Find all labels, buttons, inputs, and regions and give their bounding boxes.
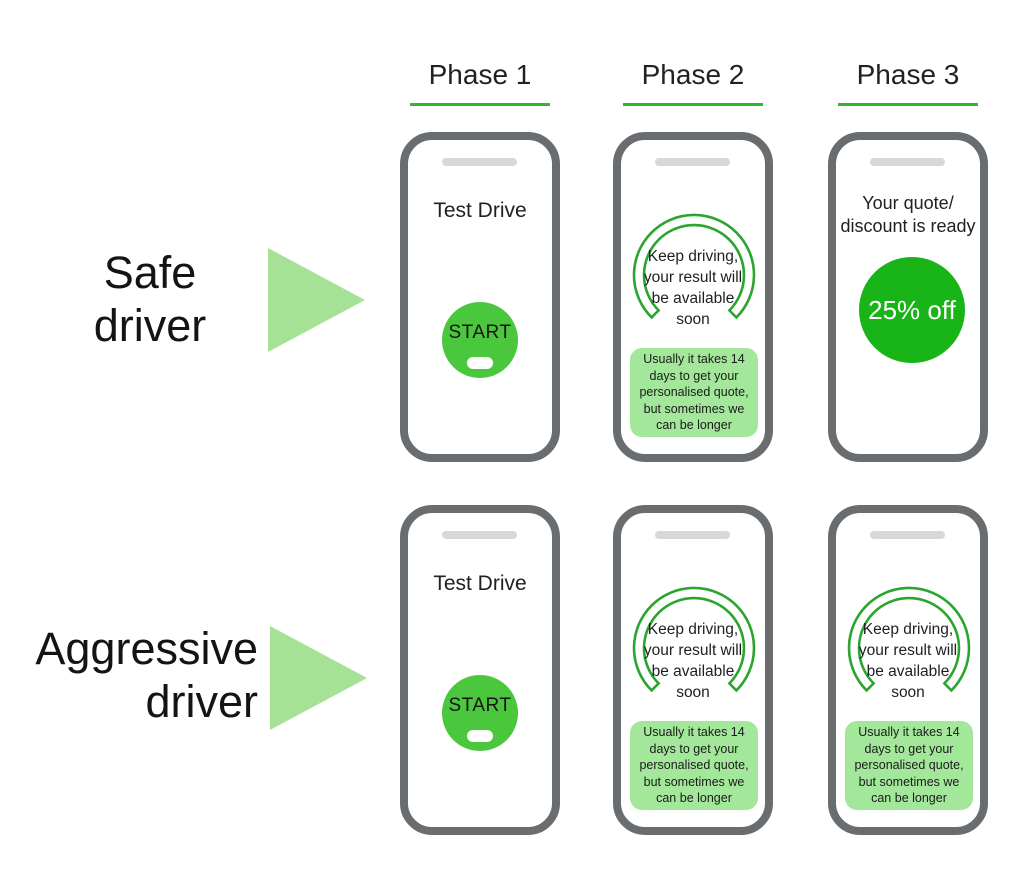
notification-text: Usually it takes 14 days to get your per… [639, 725, 749, 806]
phone-aggressive-phase2: Keep driving, your result will be availa… [613, 505, 773, 835]
phone-aggressive-phase1: Test Drive START [400, 505, 560, 835]
phase-3-header: Phase 3 [856, 59, 960, 90]
safe-driver-label-line2: driver [93, 300, 207, 351]
screen-title: Test Drive [433, 199, 527, 222]
progress-gauge-arc-icon [847, 586, 971, 693]
aggressive-driver-label: Aggressive driver [10, 622, 258, 728]
phone-notch [442, 158, 517, 166]
phase-1-header: Phase 1 [428, 59, 532, 90]
quote-ready-title: Your quote/ discount is ready [840, 193, 976, 236]
notification-text: Usually it takes 14 days to get your per… [854, 725, 964, 806]
discount-label: 25% off [868, 294, 956, 325]
screen-title: Test Drive [433, 572, 527, 595]
aggressive-driver-label-line2: driver [145, 676, 258, 727]
start-button[interactable]: START [442, 675, 518, 751]
gauge-message: Keep driving, your result will be availa… [643, 621, 743, 701]
safe-driver-arrow-icon [268, 248, 365, 352]
phone-safe-phase2: Keep driving, your result will be availa… [613, 132, 773, 462]
phase-1-underline [410, 103, 550, 106]
notification-card: Usually it takes 14 days to get your per… [630, 348, 758, 437]
aggressive-driver-label-line1: Aggressive [35, 623, 258, 674]
start-button-label: START [448, 322, 512, 343]
phone-notch [655, 531, 730, 539]
aggressive-driver-arrow-icon [270, 626, 367, 730]
notification-card: Usually it takes 14 days to get your per… [845, 721, 973, 810]
safe-driver-label-line1: Safe [103, 247, 197, 298]
phone-safe-phase3: Your quote/ discount is ready 25% off [828, 132, 988, 462]
progress-gauge-arc-icon [632, 586, 756, 693]
gauge-message: Keep driving, your result will be availa… [643, 248, 743, 328]
phone-safe-phase1: Test Drive START [400, 132, 560, 462]
notification-text: Usually it takes 14 days to get your per… [639, 352, 749, 433]
phone-notch [442, 531, 517, 539]
phone-notch [870, 158, 945, 166]
phone-notch [655, 158, 730, 166]
phase-3-underline [838, 103, 978, 106]
swipe-pill-icon [467, 357, 493, 369]
discount-badge: 25% off [859, 257, 965, 363]
phase-2-underline [623, 103, 763, 106]
phone-aggressive-phase3: Keep driving, your result will be availa… [828, 505, 988, 835]
progress-gauge-arc-icon [632, 213, 756, 320]
safe-driver-label: Safe driver [40, 246, 260, 352]
start-button-label: START [448, 695, 512, 716]
phone-notch [870, 531, 945, 539]
swipe-pill-icon [467, 730, 493, 742]
start-button[interactable]: START [442, 302, 518, 378]
gauge-message: Keep driving, your result will be availa… [858, 621, 958, 701]
notification-card: Usually it takes 14 days to get your per… [630, 721, 758, 810]
phase-2-header: Phase 2 [641, 59, 745, 90]
